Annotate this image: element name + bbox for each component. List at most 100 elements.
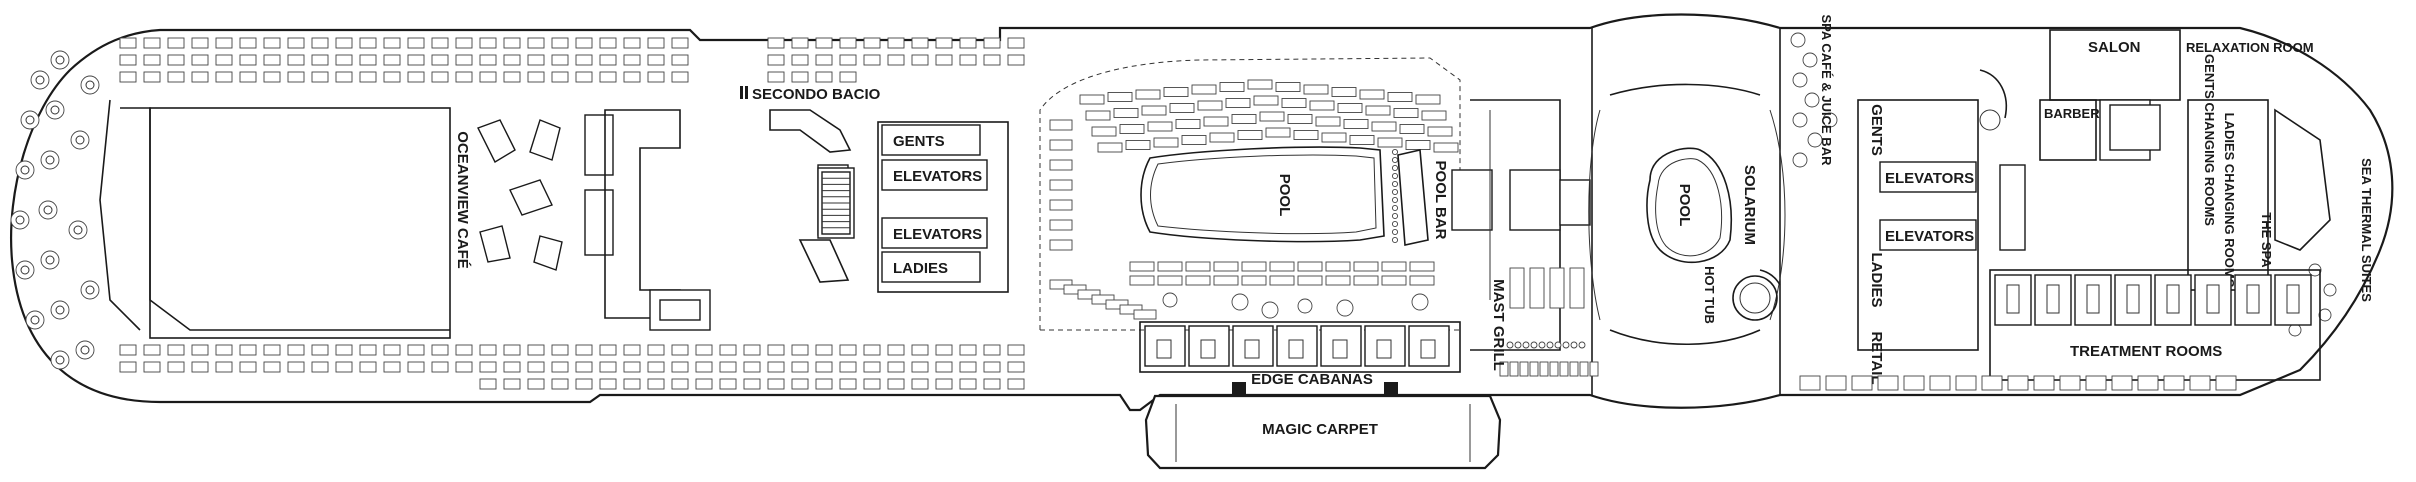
- table-seat: [647, 54, 665, 66]
- lounge-chair: [1321, 132, 1347, 143]
- thermal-seat: [2323, 283, 2337, 297]
- table-seat: [479, 361, 497, 373]
- lounge-chair: [1297, 275, 1323, 286]
- cabin-unit: [2085, 375, 2107, 391]
- bar-stool: [1391, 212, 1399, 220]
- solarium-pool-label: POOL: [1676, 184, 1693, 227]
- table-seat: [767, 344, 785, 356]
- table-seat: [791, 37, 809, 49]
- table-seat: [863, 37, 881, 49]
- table-seat: [431, 71, 449, 83]
- salon-label: SALON: [2088, 39, 2141, 56]
- table-seat: [887, 361, 905, 373]
- table-seat: [167, 37, 185, 49]
- solarium-area: POOL SOLARIUM HOT TUB: [1588, 83, 1786, 346]
- cabana-bed: [1376, 339, 1392, 359]
- lounge-chair: [1213, 261, 1239, 272]
- cabin-unit: [2007, 375, 2029, 391]
- cabin-unit: [2111, 375, 2133, 391]
- table-seat: [1007, 378, 1025, 390]
- table-seat: [119, 344, 137, 356]
- table-seat: [527, 54, 545, 66]
- table-seat: [359, 361, 377, 373]
- lounge-chair: [1063, 284, 1087, 295]
- grill-stool: [1506, 341, 1514, 349]
- table-seat: [935, 378, 953, 390]
- grill-seat: [1529, 361, 1539, 377]
- grill-stool: [1578, 341, 1586, 349]
- table-seat: [287, 361, 305, 373]
- grill-stool: [1538, 341, 1546, 349]
- treatment-bed: [2086, 284, 2100, 314]
- cabin-unit: [2033, 375, 2055, 391]
- lounge-chair: [1343, 119, 1369, 129]
- table-seat: [383, 361, 401, 373]
- table-seat: [503, 361, 521, 373]
- table-seat: [167, 71, 185, 83]
- table-seat: [887, 344, 905, 356]
- table-seat: [959, 361, 977, 373]
- table-seat: [575, 344, 593, 356]
- lounge-chair: [1331, 87, 1357, 97]
- lounge-chair: [1377, 137, 1403, 148]
- table-seat: [287, 344, 305, 356]
- cabin-unit: [1981, 375, 2003, 391]
- solarium-pool-outline: [1646, 147, 1733, 264]
- lounge-chair: [1421, 110, 1447, 121]
- bar-stool: [1391, 188, 1399, 196]
- lounge-chair: [1107, 92, 1133, 102]
- bar-stool: [1391, 204, 1399, 212]
- table-seat: [455, 71, 473, 83]
- gents-fwd-label: GENTS: [893, 133, 945, 150]
- round-table: [38, 200, 58, 220]
- table-seat: [191, 54, 209, 66]
- table-seat: [263, 344, 281, 356]
- treatment-bed: [2286, 284, 2300, 314]
- table-seat: [335, 37, 353, 49]
- table-seat: [863, 344, 881, 356]
- table-center: [45, 255, 55, 265]
- table-seat: [239, 344, 257, 356]
- table-seat: [791, 361, 809, 373]
- cabana-bed: [1288, 339, 1304, 359]
- lounge-chair: [1049, 199, 1073, 211]
- table-seat: [263, 54, 281, 66]
- bar-stool: [1391, 172, 1399, 180]
- lounge-chair: [1097, 142, 1123, 153]
- table-seat: [839, 71, 857, 83]
- lounge-chair: [1371, 121, 1397, 132]
- grill-stool: [1562, 341, 1570, 349]
- table-center: [85, 80, 95, 90]
- table-seat: [767, 54, 785, 66]
- pool-lounge-chairs: [1049, 79, 1459, 320]
- table-seat: [551, 361, 569, 373]
- table-seat: [143, 71, 161, 83]
- bar-stool: [1391, 180, 1399, 188]
- lounge-chair: [1409, 261, 1435, 272]
- oceanview-cafe-label: OCEANVIEW CAFÉ: [454, 131, 471, 269]
- relaxation-room-label: RELAXATION ROOM: [2186, 40, 2314, 55]
- lounge-chair: [1405, 140, 1431, 150]
- table-seat: [407, 54, 425, 66]
- round-table: [20, 110, 40, 130]
- table-seat: [791, 71, 809, 83]
- lounge-chair: [1365, 105, 1391, 116]
- pool-bar-area: POOL BAR: [1391, 148, 1449, 246]
- treatment-bed: [2126, 284, 2140, 314]
- table-seat: [599, 378, 617, 390]
- spa-cafe-area: SPA CAFÉ & JUICE BAR: [1790, 15, 1838, 168]
- treatment-cell: [2234, 274, 2272, 326]
- table-seat: [431, 37, 449, 49]
- table-seat: [359, 54, 377, 66]
- lounge-chair: [1049, 119, 1073, 131]
- table-seat: [671, 54, 689, 66]
- table-seat: [983, 37, 1001, 49]
- lounge-chair: [1197, 100, 1223, 111]
- lounge-chair: [1049, 179, 1073, 191]
- table-seat: [719, 361, 737, 373]
- table-seat: [743, 361, 761, 373]
- table-seat: [383, 37, 401, 49]
- table-seat: [911, 37, 929, 49]
- table-center: [55, 55, 65, 65]
- lounge-chair: [1349, 135, 1375, 145]
